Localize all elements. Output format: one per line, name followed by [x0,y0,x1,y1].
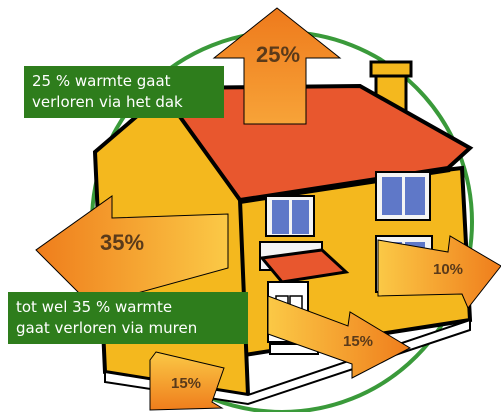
door-heat-arrow: 15% [267,295,412,379]
roof-label-line-2: verloren via het dak [32,93,183,111]
walls-percentage: 35% [100,230,144,255]
roof-heat-arrow: 25% [212,7,342,125]
roof-label-line-1: 25 % warmte gaat [32,72,171,90]
door-canopy [259,248,350,284]
floor-percentage: 15% [171,375,201,392]
ground-strip [104,318,471,406]
roof-heat-loss-label: 25 % warmte gaat verloren via het dak [24,66,224,118]
walls-heat-loss-label: tot wel 35 % warmte gaat verloren via mu… [8,292,248,344]
roof-percentage: 25% [256,42,300,67]
door-percentage: 15% [343,333,373,350]
walls-label-line-2: gaat verloren via muren [16,319,198,337]
window-upper-right [375,171,431,221]
walls-label-line-1: tot wel 35 % warmte [16,298,173,316]
windows-heat-arrow: 10% [377,235,501,309]
window-upper-left [265,195,315,237]
floor-heat-arrow: 15% [149,351,225,411]
windows-percentage: 10% [433,261,463,278]
